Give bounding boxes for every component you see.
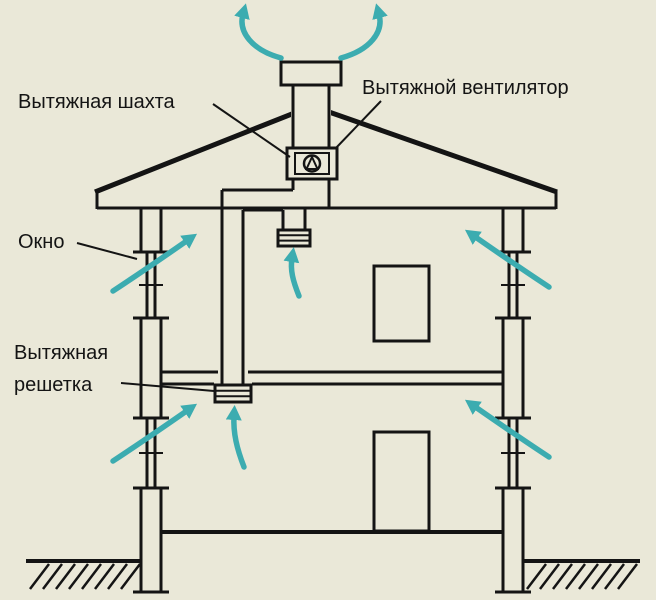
airflow-arrow [110,233,198,294]
right-wall [495,208,531,594]
airflow-arrow [283,247,302,299]
label-pointer-line [120,382,215,392]
ground [26,559,640,590]
label-window: Окно [18,231,65,253]
ground-hatch-left [29,563,141,590]
pointer-lines [76,100,382,392]
exhaust-grille-upper [276,228,312,248]
label-exhaust-shaft: Вытяжная шахта [18,91,175,113]
exhaust-shaft-duct [220,179,331,385]
label-pointer-line [334,100,382,150]
chimney [279,60,343,153]
left-wall [133,208,169,594]
airflow-arrow [464,229,552,290]
ground-hatch-right [526,563,638,590]
label-pointer-line [76,242,138,260]
label-exhaust-grille: Вытяжная решетка [14,342,109,396]
airflow-arrow [225,405,247,470]
chimney-cap [279,60,343,87]
fan-blade-icon [304,154,320,170]
house-structure [133,208,531,594]
door-ground-floor [372,430,431,533]
airflow-arrow [338,3,388,61]
middle-floor [161,370,503,386]
window-right-lower [495,416,531,490]
exhaust-fan [285,146,339,181]
airflow-arrow [110,403,198,464]
airflow-arrow [234,3,284,61]
airflow-arrows [110,3,552,470]
label-pointer-line [212,103,291,158]
window-left-upper [133,250,169,320]
label-exhaust-fan: Вытяжной вентилятор [362,77,569,99]
window-left-lower [133,416,169,490]
door-upper-floor [372,264,431,343]
exhaust-grille-lower [213,383,253,404]
airflow-arrow [464,399,552,460]
